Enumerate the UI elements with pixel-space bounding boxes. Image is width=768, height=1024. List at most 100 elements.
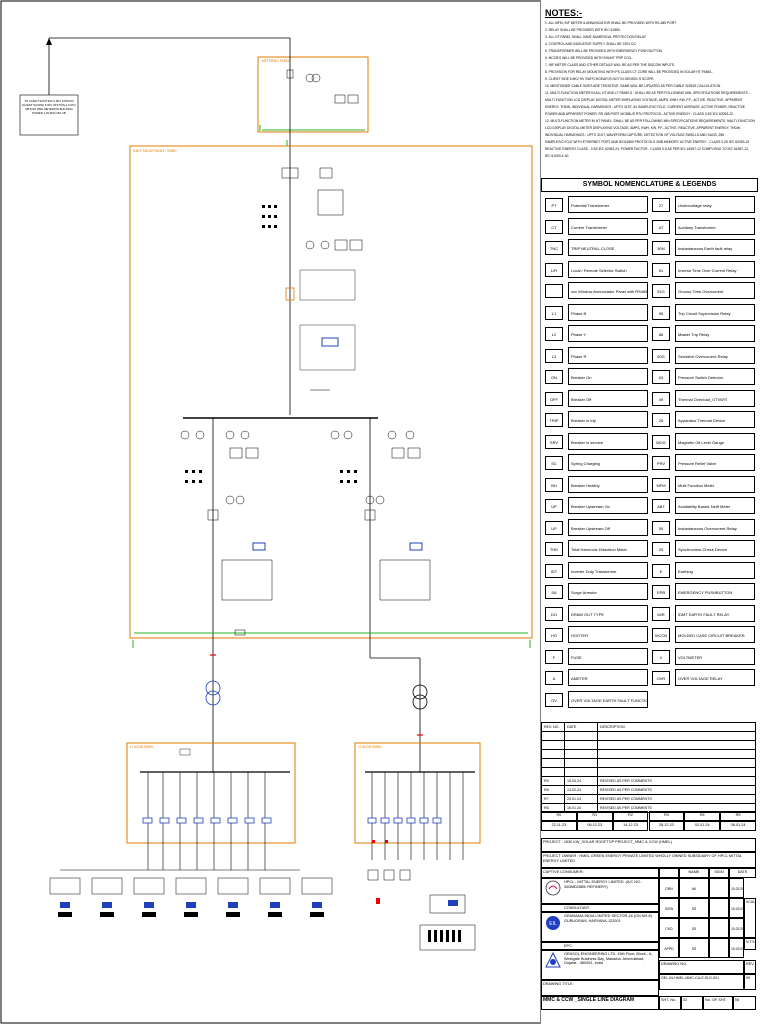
legend-label: Breaker Upstream On (568, 497, 648, 514)
legend-label: Auxiliary Transformer (675, 217, 755, 235)
rev-date-header: DATE (564, 722, 598, 732)
gensol-logo-icon (545, 952, 561, 968)
legend-title: SYMBOL NOMENCLATURE & LEGENDS (541, 178, 758, 192)
legend-label: Breaker On (568, 368, 648, 385)
legend-symbol: PT (545, 198, 563, 212)
legend-label: Current Transformer (568, 217, 648, 235)
legend-label: Breaker Off (568, 389, 648, 407)
legend-symbol (545, 284, 563, 298)
legend-symbol: AT (652, 219, 670, 234)
sign-cell: DRN (659, 878, 679, 898)
legend-symbol: 86 (652, 327, 670, 341)
drawing-no: GEL-IN-HMEL-MMC-CA-E-SLD-001 (659, 974, 744, 990)
legend-label: Sensitive Overcurrent Relay (675, 346, 755, 364)
legend-row: xxx Window Annunciator Panel with RS485 … (543, 282, 648, 301)
sheet-no-label: SHT. No. (659, 996, 681, 1010)
legend-symbol: 49 (652, 391, 670, 406)
revision-history-date: 08.01.24 (720, 821, 756, 831)
note-item: 10. MENTIONED CABLE SIZES ARE TENTATIVE.… (545, 84, 721, 88)
legend-label: Magnetic Oil Level Gauge (675, 432, 755, 450)
revision-history-label: R4 (684, 811, 721, 821)
sign-cell: 15.03.2024 (729, 898, 744, 918)
hpcl-logo-icon (545, 880, 561, 896)
consultant-label: CONSULTANT: (541, 904, 659, 912)
legend-label: Breaker Healthy (568, 475, 648, 493)
legend-symbol: 64R (652, 606, 670, 621)
legend-label: Apparatus Thermal Device (675, 411, 755, 428)
legend-symbol: F (545, 649, 563, 664)
legend-label: Breaker in service (568, 432, 648, 450)
rev-label: REV. (744, 960, 756, 974)
sign-cell (709, 938, 729, 958)
sign-cell: 15.03.2024 (729, 878, 744, 898)
legend-label: Phase Y (568, 325, 648, 342)
note-item: INDIVIDUAL HARMONICS : UPTO 31ST, WAVEFO… (545, 133, 725, 137)
legend-label: Undervoltage relay (675, 196, 755, 213)
rev-no-header: REV. NO. (541, 722, 565, 732)
legend-symbol: V (652, 649, 670, 664)
legend-label: Trip Circuit Supervision Relay (675, 303, 755, 321)
note-item: 2. RELAY SHALL BE PROVIDED WITH IEC 6185… (545, 28, 621, 32)
sheet-no: 02 (681, 996, 703, 1010)
legend-label: Pressure Relief Valve (675, 454, 755, 471)
consultant-logo-icon: EIL (546, 916, 560, 930)
legend-label: Synchronism-Check Device (675, 540, 755, 557)
drawing-title: MMC & CCW _SINGLE LINE DIAGRAM (541, 996, 659, 1010)
note-item: POWER AND APPARENT POWER. RS 485 PORT MO… (545, 112, 734, 116)
legend-label: TRIP NEUTRAL CLOSE (568, 239, 648, 256)
legend-label: Breaker in trip (568, 411, 648, 428)
legend-label: OVER VOLTAGE EARTH FAULT FUNCTION (568, 690, 648, 708)
legend-label: IDMT EARTH FAULT RELAY (675, 604, 755, 622)
legend-label: Instantaneous Overcurrent Relay (675, 518, 755, 536)
legend-label: Potential Transformer (568, 196, 648, 213)
rev-value: 09 (744, 974, 756, 990)
legend-symbol: SRV (545, 434, 563, 449)
legend-symbol: OV (545, 692, 563, 707)
legend-row: OV OVER VOLTAGE EARTH FAULT FUNCTION (543, 690, 648, 710)
note-item: 9. CLIENT SIDE 6.6KV HV SWITCHGEAR IS NO… (545, 77, 655, 81)
metering-panel-label: METERING PANEL (262, 59, 290, 63)
legend-symbol: 63 (652, 370, 670, 384)
note-item: SAMPLES/CYCLE WITH ETHERNET PORT AND IEC… (545, 140, 750, 144)
legend-symbol: DO (545, 606, 563, 621)
legend-symbol: L3 (545, 348, 563, 363)
sign-cell: SS (679, 898, 709, 918)
legend-label: Local / Remote Selector Switch (568, 260, 648, 278)
legend-label: MOLDED CASE CIRCUIT BREAKER (675, 626, 755, 643)
legend-symbol: THD (545, 542, 563, 556)
note-item: 1. ALL MFM, INF METER & ANNUNCIATOR SHAL… (545, 21, 677, 25)
legend-symbol: UP (545, 520, 563, 535)
legend-symbol: E (652, 563, 670, 578)
note-item: 12. MULTI-FUNCTION METER IN HT PANEL: SH… (545, 119, 755, 123)
legend-symbol: 50N (652, 241, 670, 255)
legend-symbol: ON (545, 370, 563, 384)
legend-row: AT Auxiliary Transformer (650, 217, 755, 237)
sign-cell: SS (679, 918, 709, 938)
date-header: DATE (729, 868, 756, 878)
legend-label: Pressure Switch Detector (675, 368, 755, 385)
